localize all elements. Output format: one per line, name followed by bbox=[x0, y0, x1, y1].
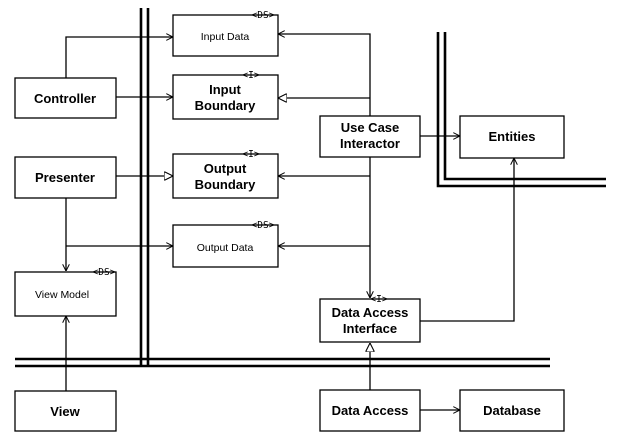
controller-label: Controller bbox=[34, 91, 96, 106]
data-access-label: Data Access bbox=[332, 403, 409, 418]
database-box: Database bbox=[459, 389, 565, 432]
input-boundary-stereotype: <I> bbox=[242, 70, 259, 81]
view-model-stereotype: <DS> bbox=[93, 267, 116, 278]
data-access-interface-stereotype: <I> bbox=[370, 294, 387, 305]
view-model-label: View Model bbox=[35, 289, 89, 301]
entities-box: Entities bbox=[459, 115, 565, 159]
input-data-label: Input Data bbox=[201, 31, 250, 43]
data-access-interface-to-entities-arrow bbox=[420, 158, 514, 322]
output-boundary-stereotype: <I> bbox=[242, 149, 259, 160]
presenter-box: Presenter bbox=[14, 156, 117, 199]
data-access-interface-box: <I> Data Access Interface bbox=[319, 294, 421, 343]
input-data-box: <DS> Input Data bbox=[172, 10, 279, 57]
data-access-interface-label-line1: Data Access bbox=[332, 305, 409, 320]
view-label: View bbox=[50, 404, 80, 419]
output-data-box: <DS> Output Data bbox=[172, 220, 279, 268]
input-boundary-box: <I> Input Boundary bbox=[172, 70, 279, 120]
connectors bbox=[66, 34, 514, 410]
input-data-stereotype: <DS> bbox=[252, 10, 275, 21]
use-case-interactor-box: Use Case Interactor bbox=[319, 115, 421, 158]
interactor-to-input-data-arrow bbox=[278, 34, 371, 116]
use-case-interactor-label-line2: Interactor bbox=[340, 136, 400, 151]
output-boundary-label-line1: Output bbox=[204, 161, 247, 176]
database-label: Database bbox=[483, 403, 541, 418]
presenter-label: Presenter bbox=[35, 170, 95, 185]
output-data-label: Output Data bbox=[197, 242, 254, 254]
data-access-interface-label-line2: Interface bbox=[343, 321, 397, 336]
entities-label: Entities bbox=[489, 129, 536, 144]
input-boundary-label-line1: Input bbox=[209, 82, 241, 97]
data-access-box: Data Access bbox=[319, 389, 421, 432]
view-model-box: <DS> View Model bbox=[14, 267, 117, 317]
input-boundary-label-line2: Boundary bbox=[195, 98, 256, 113]
output-data-stereotype: <DS> bbox=[252, 220, 275, 231]
controller-box: Controller bbox=[14, 77, 117, 119]
controller-to-input-data-arrow bbox=[65, 37, 173, 78]
use-case-interactor-label-line1: Use Case bbox=[341, 120, 400, 135]
output-boundary-box: <I> Output Boundary bbox=[172, 149, 279, 199]
view-box: View bbox=[14, 390, 117, 432]
output-boundary-label-line2: Boundary bbox=[195, 177, 256, 192]
boundary-walls bbox=[15, 8, 606, 368]
